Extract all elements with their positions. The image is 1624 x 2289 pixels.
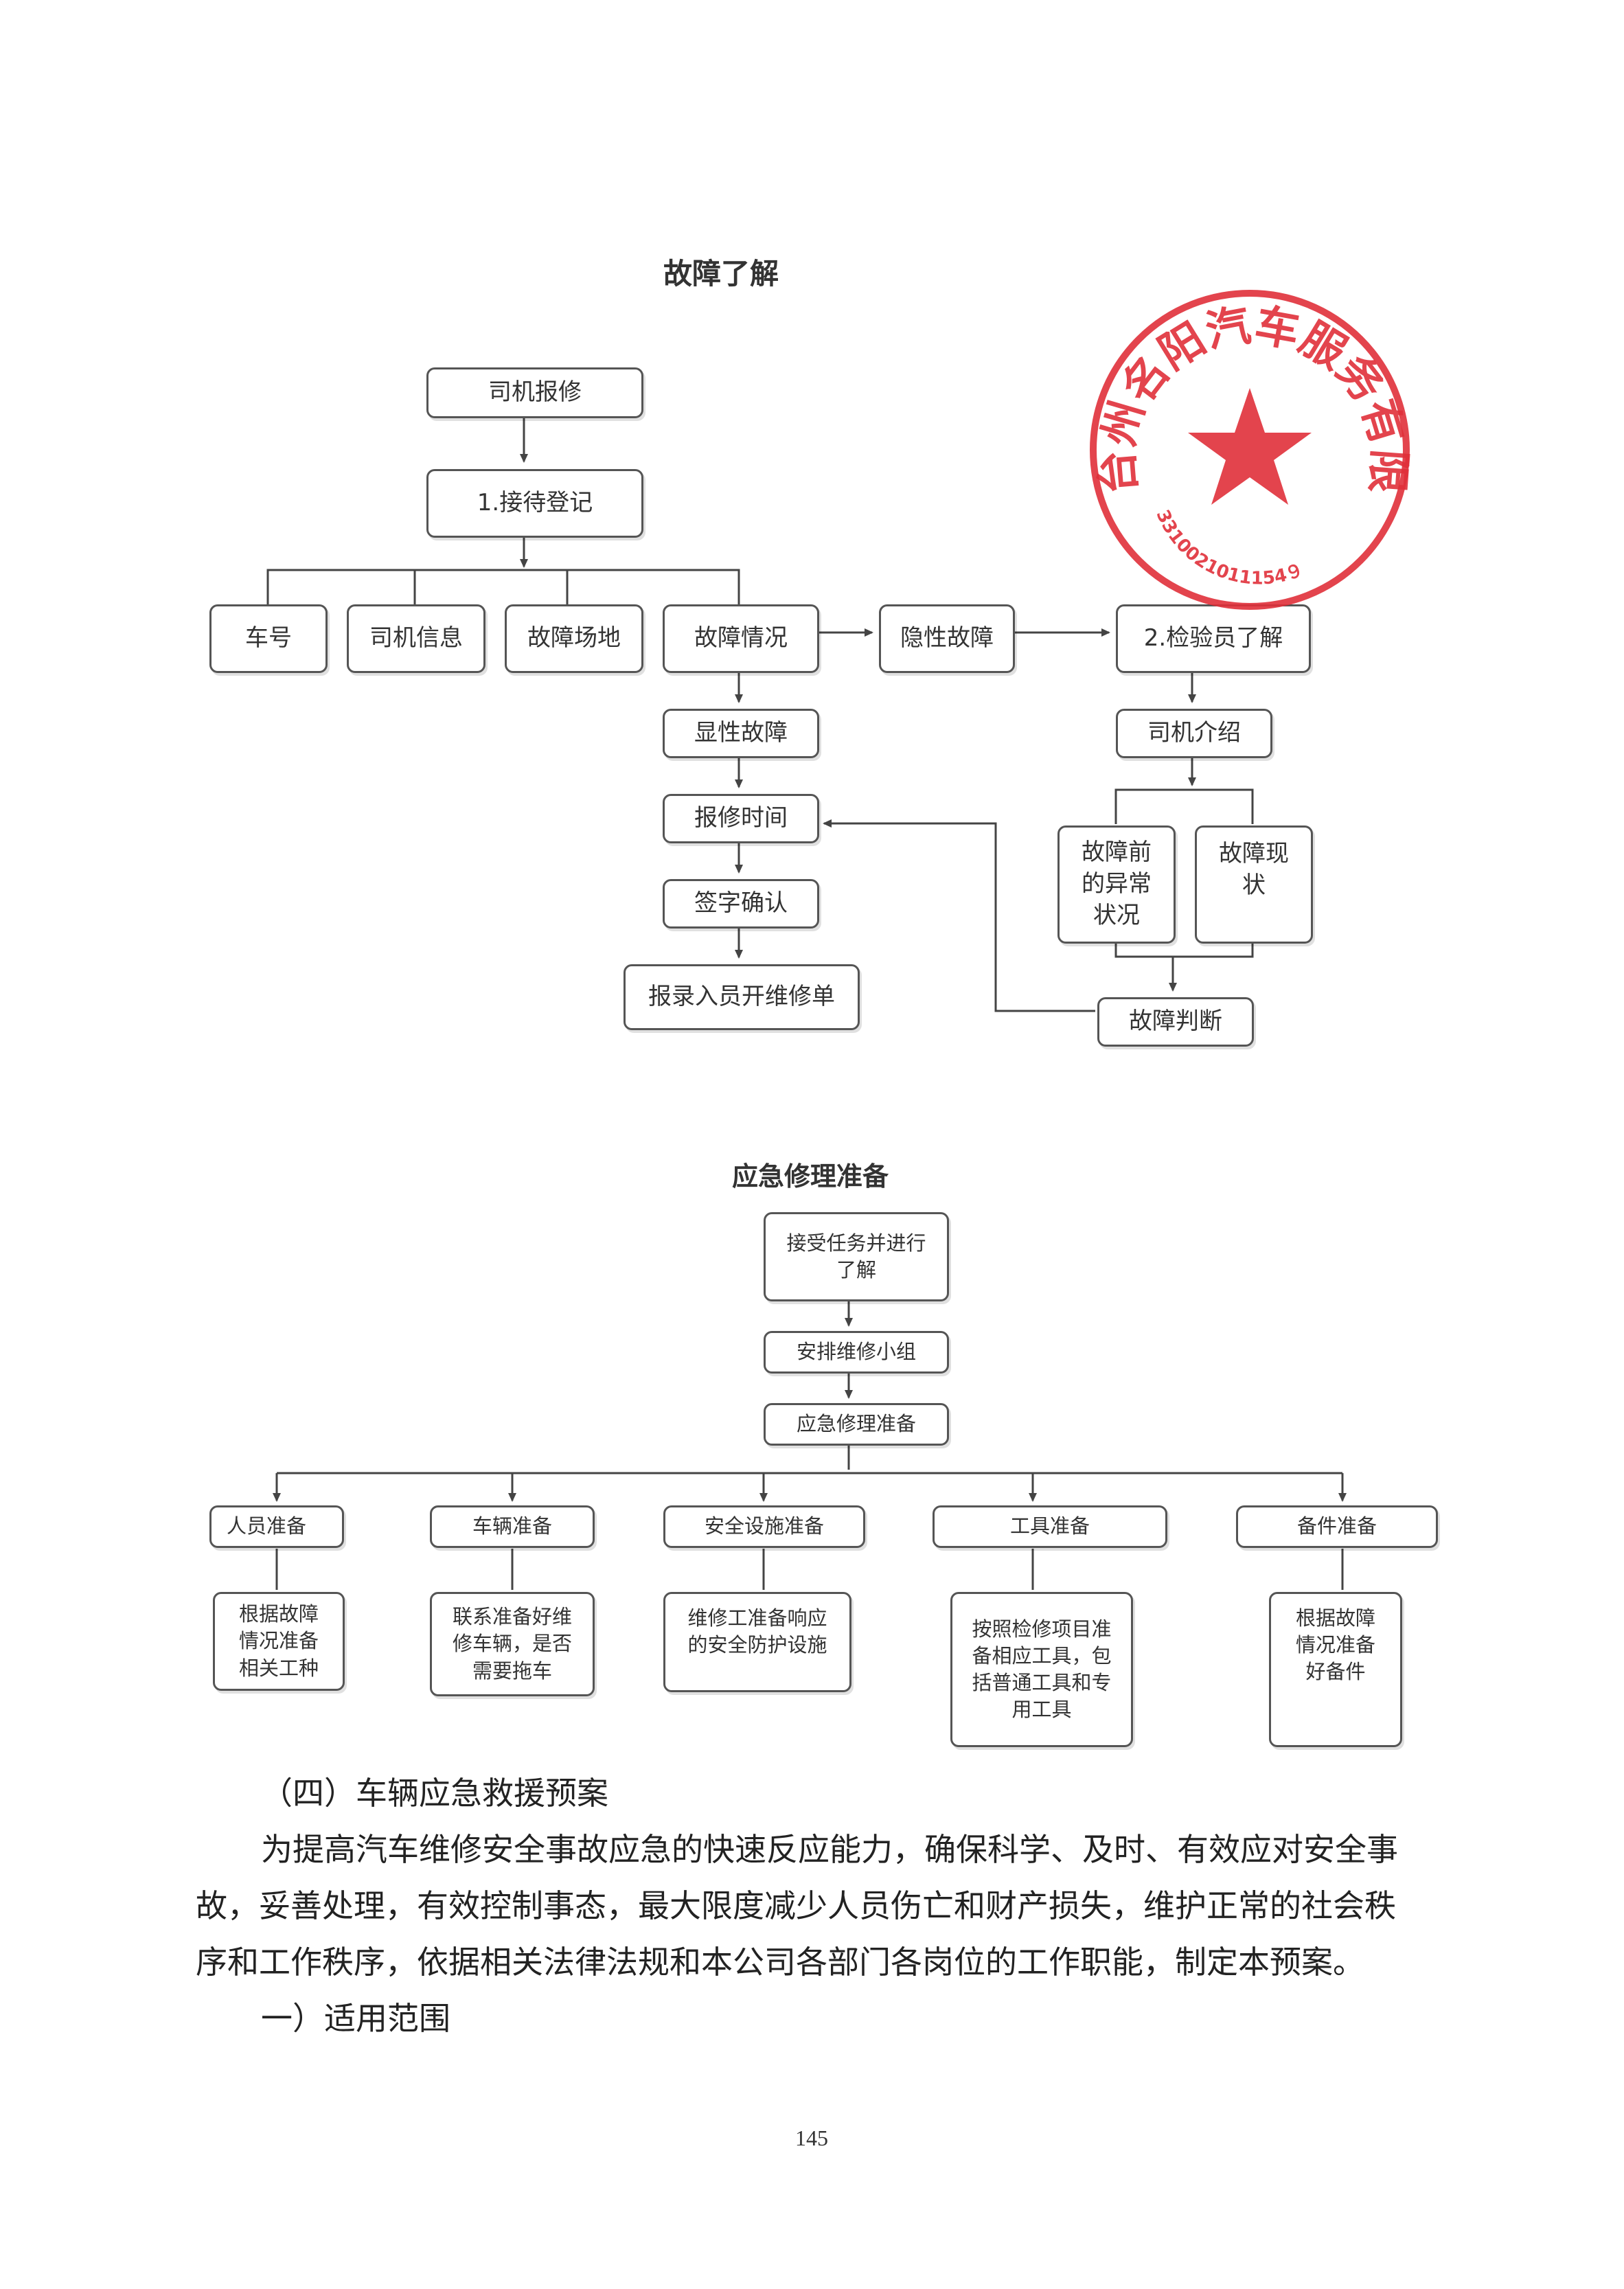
parts-prep-box: 备件准备 bbox=[1236, 1505, 1438, 1548]
safety-desc-box: 维修工准备响应的安全防护设施 bbox=[663, 1592, 851, 1692]
fault-status-box: 故障情况 bbox=[663, 604, 819, 673]
fault-judgement-box: 故障判断 bbox=[1097, 997, 1254, 1047]
current-fault-box: 故障现状 bbox=[1195, 825, 1313, 944]
fault-site-box: 故障场地 bbox=[505, 604, 643, 673]
body-line-2: 故，妥善处理，有效控制事态，最大限度减少人员伤亡和财产损失，维护正常的社会秩 bbox=[196, 1887, 1396, 1924]
safety-prep-box: 安全设施准备 bbox=[663, 1505, 865, 1548]
staff-prep-box: 人员准备 bbox=[209, 1505, 344, 1548]
accept-task-box: 接受任务并进行了解 bbox=[764, 1212, 949, 1301]
obvious-fault-box: 显性故障 bbox=[663, 709, 819, 758]
fault-chart-title: 故障了解 bbox=[663, 257, 779, 291]
plate-box: 车号 bbox=[209, 604, 328, 673]
emergency-chart-title: 应急修理准备 bbox=[731, 1161, 889, 1192]
report-time-box: 报修时间 bbox=[663, 794, 819, 843]
before-fault-box: 故障前的异常状况 bbox=[1057, 825, 1176, 944]
driver-report-box: 司机报修 bbox=[426, 367, 643, 418]
sub-heading: 一）适用范围 bbox=[261, 2000, 450, 2037]
tool-prep-box: 工具准备 bbox=[933, 1505, 1167, 1548]
body-line-3: 序和工作秩序，依据相关法律法规和本公司各部门各岗位的工作职能，制定本预案。 bbox=[196, 1944, 1364, 1981]
body-line-1: 为提高汽车维修安全事故应急的快速反应能力，确保科学、及时、有效应对安全事 bbox=[261, 1831, 1398, 1868]
reception-box: 1.接待登记 bbox=[426, 469, 643, 538]
vehicle-desc-box: 联系准备好维修车辆，是否需要拖车 bbox=[430, 1592, 595, 1696]
section-heading: （四）车辆应急救援预案 bbox=[261, 1775, 608, 1812]
vehicle-prep-box: 车辆准备 bbox=[430, 1505, 595, 1548]
staff-desc-box: 根据故障情况准备相关工种 bbox=[213, 1592, 345, 1691]
page-number: 145 bbox=[795, 2126, 828, 2150]
sign-confirm-box: 签字确认 bbox=[663, 879, 819, 929]
tool-desc-box: 按照检修项目准备相应工具，包括普通工具和专用工具 bbox=[950, 1592, 1133, 1747]
emergency-prep-box: 应急修理准备 bbox=[764, 1403, 949, 1446]
company-seal: 台州名阳汽车服务有限公司 3310021011154９ bbox=[1078, 275, 1415, 610]
parts-desc-box: 根据故障情况准备好备件 bbox=[1269, 1592, 1402, 1747]
driver-intro-box: 司机介绍 bbox=[1116, 709, 1272, 758]
create-order-box: 报录入员开维修单 bbox=[624, 964, 860, 1030]
arrange-team-box: 安排维修小组 bbox=[764, 1331, 949, 1374]
driver-info-box: 司机信息 bbox=[347, 604, 485, 673]
hidden-fault-box: 隐性故障 bbox=[879, 604, 1015, 673]
